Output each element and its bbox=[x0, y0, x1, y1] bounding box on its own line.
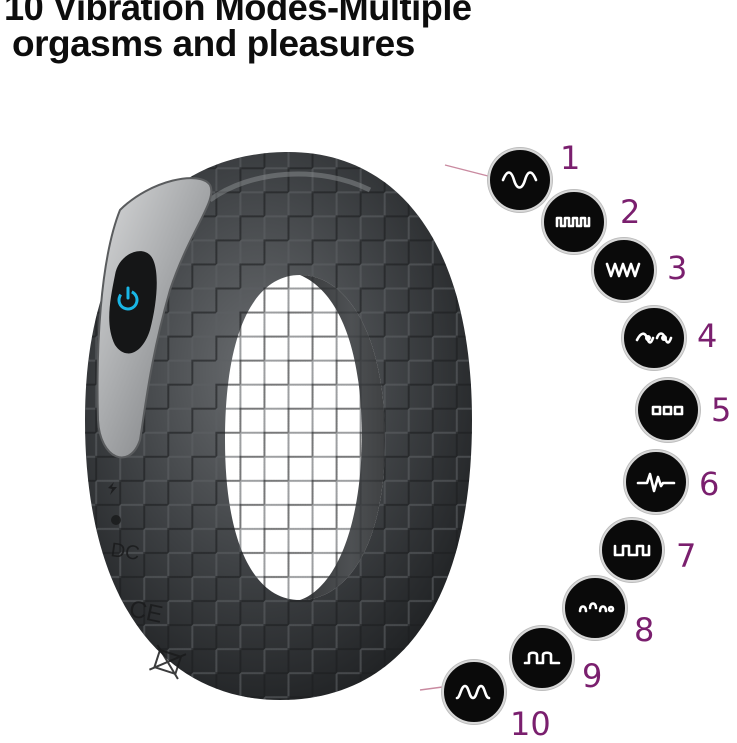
headline-line-2: orgasms and pleasures bbox=[12, 23, 415, 64]
mode-1-badge bbox=[488, 148, 552, 212]
mode-10-number: 10 bbox=[510, 705, 551, 743]
mode-8-number: 8 bbox=[634, 611, 655, 649]
mode-8-badge bbox=[563, 576, 627, 640]
sine-wave-icon bbox=[501, 171, 538, 189]
mode-2-number: 2 bbox=[620, 193, 641, 231]
square-pulse-icon bbox=[555, 216, 591, 228]
dc-marking: DC bbox=[109, 539, 141, 565]
mode-6-badge bbox=[624, 450, 688, 514]
mode-3-number: 3 bbox=[667, 249, 688, 287]
ramp-wave-icon bbox=[455, 684, 491, 700]
mode-5-number: 5 bbox=[711, 391, 732, 429]
zigzag-wave-icon bbox=[605, 262, 641, 278]
heartbeat-icon bbox=[636, 472, 676, 493]
mode-10-badge bbox=[442, 660, 506, 724]
loop-wave-icon bbox=[635, 332, 673, 344]
mode-7-number: 7 bbox=[676, 537, 697, 575]
mode-1-number: 1 bbox=[560, 139, 581, 177]
mode-4-badge bbox=[622, 306, 686, 370]
mode-7-badge bbox=[600, 518, 664, 582]
mode-9-number: 9 bbox=[582, 657, 603, 695]
mode-3-badge bbox=[592, 238, 656, 302]
ce-marking: CE bbox=[127, 595, 165, 628]
mode-5-badge bbox=[636, 378, 700, 442]
mode-2-badge bbox=[542, 190, 606, 254]
mode-6-number: 6 bbox=[699, 465, 720, 503]
mode-9-badge bbox=[510, 626, 574, 690]
mode-4-number: 4 bbox=[697, 317, 718, 355]
double-pulse-icon bbox=[523, 651, 561, 665]
square-step-icon bbox=[613, 544, 651, 557]
bubble-wave-icon bbox=[578, 602, 615, 613]
headline: 10 Vibration Modes-Multiple orgasms and … bbox=[4, 0, 481, 62]
headline-line-1: 10 Vibration Modes-Multiple bbox=[4, 0, 472, 28]
dot-blocks-icon bbox=[651, 405, 684, 416]
